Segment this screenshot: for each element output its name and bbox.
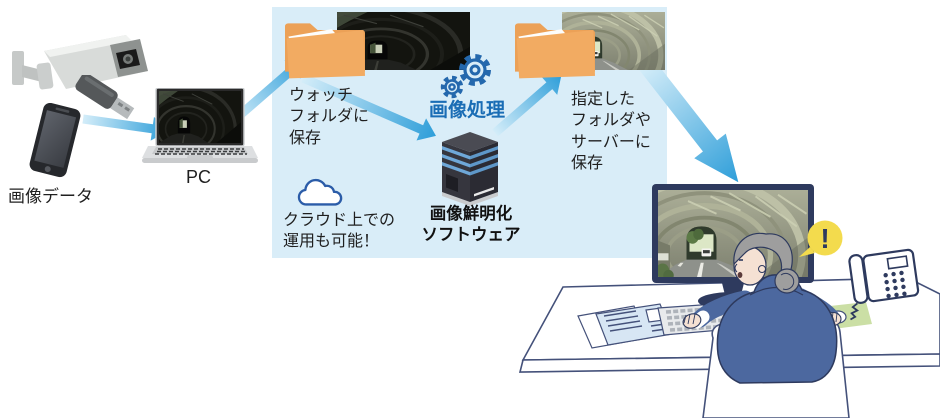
- cloud-icon: [297, 178, 343, 206]
- documents-icon: [577, 303, 673, 349]
- flow-arrow-server-to-output: [492, 75, 562, 137]
- operator-scene: !: [518, 184, 940, 418]
- flow-arrow-output-to-monitor: [638, 58, 739, 183]
- smartphone-icon: [29, 103, 81, 178]
- alert-bubble: !: [799, 220, 843, 257]
- usb-drive-icon: [75, 75, 135, 120]
- processing-label: 画像処理: [428, 100, 505, 121]
- flow-arrow-folder-to-server: [301, 73, 436, 141]
- software-name-label: 画像鮮明化 ソフトウェア: [421, 205, 521, 245]
- server-icon: [442, 132, 498, 206]
- pc-label: PC: [186, 167, 212, 187]
- gear-large: [459, 54, 491, 86]
- security-camera-icon: [12, 35, 148, 90]
- exclamation-mark: !: [820, 223, 829, 254]
- watch-folder-note: ウォッチ フォルダに 保存: [289, 87, 370, 147]
- image-data-label: 画像データ: [8, 187, 93, 206]
- output-folder-icon: [515, 23, 595, 79]
- output-folder-note: 指定した フォルダや サーバーに 保存: [571, 91, 652, 172]
- watch-folder-icon: [285, 23, 365, 79]
- laptop-icon: [142, 88, 258, 163]
- operator-person: [682, 232, 842, 384]
- flow-arrow-pc-to-watchfolder: [229, 59, 305, 126]
- hand-left: [682, 313, 702, 329]
- desk-phone-icon: [848, 248, 920, 321]
- cloud-note: クラウド上での 運用も可能！: [283, 212, 396, 251]
- gears-icon: [440, 54, 491, 99]
- gear-small: [440, 75, 464, 99]
- flow-arrow-devices-to-pc: [82, 114, 169, 141]
